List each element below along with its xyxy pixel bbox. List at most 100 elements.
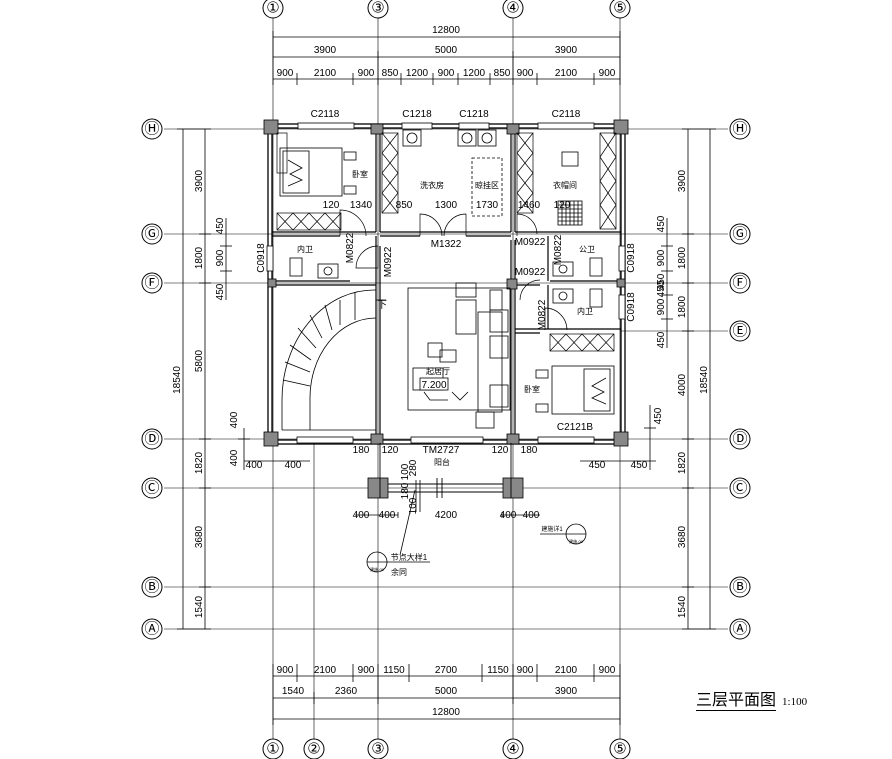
dim-right-d2: 900 (656, 249, 667, 266)
detail-ref-2: 建施-09 (569, 538, 584, 544)
axis-right-c: Ⓒ (732, 480, 747, 497)
dim-left-outer: 18540 (172, 366, 183, 394)
windows (266, 122, 626, 444)
window-c0918-right1: C0918 (626, 243, 637, 273)
window-c2118-right: C2118 (552, 109, 581, 120)
top-dimension-lines (272, 31, 621, 85)
dim-bal-3: 180 (400, 482, 411, 499)
level-marker: 7.200 (419, 377, 449, 391)
axis-right-e: Ⓔ (732, 323, 747, 340)
dim-bot-d3: 900 (358, 665, 375, 676)
dim-d-8: 450 (631, 460, 648, 471)
dim-right-m1: 3900 (677, 169, 688, 192)
detail-ref-1: 建施-09 (370, 566, 385, 572)
dim-inner-6: 1460 (518, 200, 541, 211)
window-c1218-a: C1218 (402, 109, 432, 120)
dim-right-m3: 1800 (677, 295, 688, 318)
axis-left-h: Ⓗ (144, 121, 159, 138)
stair-down-label: 下 (377, 300, 387, 311)
dim-inner-3: 850 (396, 200, 413, 211)
axis-right-g: Ⓖ (732, 226, 747, 243)
node-sub-label: 余同 (391, 567, 407, 577)
room-balcony: 阳台 (434, 457, 450, 467)
door-m0822-right: M0822 (553, 234, 564, 265)
wardrobes (276, 132, 617, 352)
closet-fixtures (557, 151, 583, 226)
dim-top-d11: 900 (599, 68, 616, 79)
axis-right-h: Ⓗ (732, 121, 747, 138)
room-bath-public: 公卫 (579, 245, 595, 254)
axis-left-c: Ⓒ (144, 480, 159, 497)
axis-bottom-1: ① (266, 741, 279, 758)
staircase (281, 289, 386, 431)
axis-top-3: ③ (371, 0, 384, 17)
dim-bal-1: 280 (408, 459, 419, 476)
bathroom-fixtures (289, 257, 603, 308)
dim-left-m5: 3680 (194, 525, 205, 548)
dim-top-mid-3: 3900 (555, 45, 578, 56)
dim-left-m4: 1820 (194, 451, 205, 474)
dim-right-m7: 1540 (677, 595, 688, 618)
window-c2121b: C2121B (557, 422, 593, 433)
dim-top-d9: 900 (517, 68, 534, 79)
dim-left-d2: 900 (215, 249, 226, 266)
room-bath-right: 内卫 (577, 306, 593, 316)
axis-left-f: Ⓕ (144, 275, 159, 292)
axis-left-g: Ⓖ (144, 226, 159, 243)
dim-left-m1: 3900 (194, 169, 205, 192)
door-m0822-right2: M0822 (537, 299, 548, 330)
dim-top-d2: 2100 (314, 68, 337, 79)
dim-right-d3: 450 (656, 273, 667, 290)
dim-bot-d1: 900 (277, 665, 294, 676)
detail-markers (355, 480, 587, 573)
window-c0918-right2: C0918 (626, 292, 637, 322)
dim-right-d6: 450 (656, 331, 667, 348)
dim-d-6: 180 (521, 445, 538, 456)
dim-bot-m3: 5000 (435, 686, 458, 697)
left-dimension-lines (177, 128, 310, 630)
dim-right-m5: 1820 (677, 451, 688, 474)
axis-right-d: Ⓓ (732, 431, 747, 448)
dim-right-m2: 1800 (677, 246, 688, 269)
door-m0922-right2: M0922 (515, 267, 546, 278)
bed-right (535, 365, 615, 415)
dim-right-m6: 3680 (677, 525, 688, 548)
dim-left-d3: 450 (215, 283, 226, 300)
dim-bal-7: 4200 (435, 510, 458, 521)
dim-right-outer: 18540 (699, 366, 710, 394)
axis-bottom-2: ② (307, 741, 320, 758)
drawing-title-main: 三层平面图 (696, 692, 777, 711)
dim-top-mid-1: 3900 (314, 45, 337, 56)
dim-bot-d7: 900 (517, 665, 534, 676)
drawing-scale: 1:100 (782, 696, 808, 708)
window-c0918-left: C0918 (256, 243, 267, 273)
dim-bot-m2: 2360 (335, 686, 358, 697)
dim-bot-d6: 1150 (487, 665, 509, 676)
bed-left (279, 147, 357, 197)
dim-bot-d5: 2700 (435, 665, 458, 676)
axis-right-f: Ⓕ (732, 275, 747, 292)
dim-inner-1: 120 (323, 200, 340, 211)
dim-top-d8: 850 (494, 68, 511, 79)
room-bedroom-right: 卧室 (524, 384, 540, 394)
axis-bottom-3: ③ (371, 741, 384, 758)
dim-inner-7: 120 (554, 200, 571, 211)
dim-bal-5: 400 (353, 510, 370, 521)
living-furniture (407, 282, 511, 429)
room-living: 起居厅 (426, 367, 450, 376)
axis-grid-lines (164, 18, 728, 741)
dim-d-7: 450 (589, 460, 606, 471)
axis-top-5: ⑤ (613, 0, 626, 17)
dim-bot-d2: 2100 (314, 665, 337, 676)
dim-right-d4: 450 (656, 280, 667, 297)
dim-right-m4: 4000 (677, 373, 688, 396)
dim-bal-8: 400 (500, 510, 517, 521)
dim-bal-2: 100 (408, 497, 419, 514)
interior-walls (272, 128, 621, 440)
drawing-title: 三层平面图 1:100 (696, 686, 808, 711)
dim-right-d1: 450 (656, 215, 667, 232)
dim-bal-4: 100 (400, 463, 411, 480)
axis-top-4: ④ (506, 0, 519, 17)
right-dimension-lines (580, 128, 716, 630)
